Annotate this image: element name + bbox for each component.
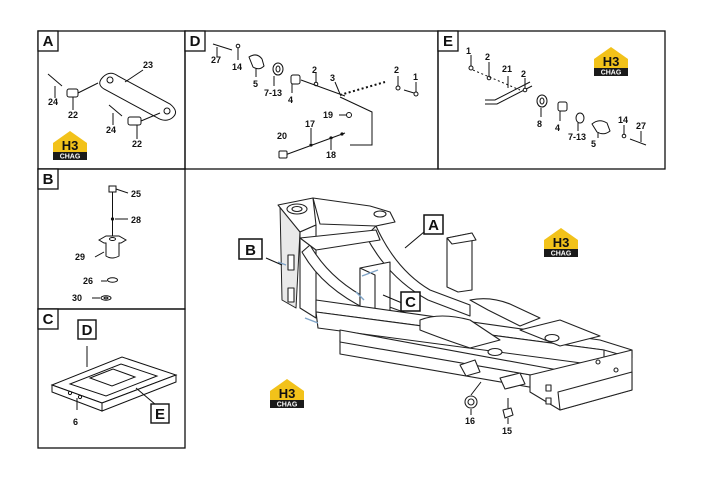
part-number: 5 — [253, 79, 258, 89]
panel-c-frame — [37, 308, 186, 449]
panel-b-drawing — [92, 185, 129, 301]
part-number: 17 — [305, 119, 315, 129]
callout-d: D — [77, 319, 97, 340]
part-number: 20 — [277, 131, 287, 141]
watermark-logo: H3 CHAG — [53, 131, 87, 161]
part-number: 15 — [502, 426, 512, 436]
svg-text:CHAG: CHAG — [551, 251, 572, 258]
svg-text:H3: H3 — [279, 386, 296, 401]
part-number: 28 — [131, 215, 141, 225]
watermark-logo: H3 CHAG — [270, 379, 304, 409]
bracket-part — [591, 120, 611, 135]
svg-text:C: C — [43, 311, 54, 328]
part-number: 6 — [73, 417, 78, 427]
chassis-frame-drawing — [265, 197, 633, 424]
part-number: 21 — [502, 64, 512, 74]
part-number: 26 — [83, 276, 93, 286]
pin-part — [127, 116, 142, 126]
watermark-logo: H3 CHAG — [594, 47, 628, 77]
callout-e: E — [150, 403, 170, 424]
part-number: 2 — [521, 69, 526, 79]
svg-text:A: A — [43, 33, 54, 50]
callout-a: A — [423, 214, 444, 235]
part-number: 1 — [413, 72, 418, 82]
part-number: 1 — [466, 46, 471, 56]
part-number: 24 — [106, 125, 116, 135]
part-number: 19 — [323, 110, 333, 120]
part-number: 30 — [72, 293, 82, 303]
part-number: 2 — [394, 65, 399, 75]
part-number: 27 — [211, 55, 221, 65]
svg-text:D: D — [82, 322, 93, 339]
part-number: 4 — [288, 95, 293, 105]
svg-text:CHAG: CHAG — [60, 154, 81, 161]
svg-text:H3: H3 — [62, 138, 79, 153]
svg-text:H3: H3 — [603, 54, 620, 69]
part-number: 4 — [555, 123, 560, 133]
svg-text:D: D — [190, 33, 201, 50]
panel-d-drawing — [212, 43, 419, 159]
part-number: 16 — [465, 416, 475, 426]
panel-b-label: B — [37, 168, 59, 190]
panel-e-drawing — [468, 55, 647, 146]
bracket-part — [248, 54, 265, 70]
part-number: 24 — [48, 97, 58, 107]
svg-text:C: C — [405, 294, 416, 311]
link-arm-part — [99, 72, 176, 121]
part-number: 2 — [485, 52, 490, 62]
part-number: 7-13 — [264, 88, 282, 98]
svg-text:E: E — [155, 406, 165, 423]
part-number: 22 — [132, 139, 142, 149]
panel-e-frame — [437, 30, 666, 170]
chain-part — [339, 81, 386, 96]
part-number: 23 — [143, 60, 153, 70]
svg-text:E: E — [443, 33, 453, 50]
panel-c-drawing — [50, 346, 178, 412]
panel-d-frame — [184, 30, 439, 170]
watermark-logo: H3 CHAG — [544, 228, 578, 258]
svg-text:B: B — [245, 242, 256, 259]
panel-d-label: D — [184, 30, 206, 52]
callout-c: C — [400, 291, 421, 312]
part-number: 2 — [312, 65, 317, 75]
panel-a-label: A — [37, 30, 59, 52]
part-number: 25 — [131, 189, 141, 199]
svg-text:CHAG: CHAG — [277, 402, 298, 409]
part-number: 14 — [232, 62, 242, 72]
part-number: 5 — [591, 139, 596, 149]
part-number: 3 — [330, 73, 335, 83]
bushing-part — [98, 235, 127, 259]
part-number: 22 — [68, 110, 78, 120]
pin-part — [66, 88, 79, 98]
part-number: 7-13 — [568, 132, 586, 142]
svg-text:B: B — [43, 171, 54, 188]
callout-b: B — [238, 238, 263, 260]
svg-text:A: A — [428, 217, 439, 234]
part-number: 8 — [537, 119, 542, 129]
part-number: 29 — [75, 252, 85, 262]
svg-text:CHAG: CHAG — [601, 70, 622, 77]
part-number: 18 — [326, 150, 336, 160]
svg-text:H3: H3 — [553, 235, 570, 250]
part-number: 14 — [618, 115, 628, 125]
panel-a-drawing — [47, 69, 176, 139]
panel-c-label: C — [37, 308, 59, 330]
part-number: 27 — [636, 121, 646, 131]
panel-e-label: E — [437, 30, 459, 52]
